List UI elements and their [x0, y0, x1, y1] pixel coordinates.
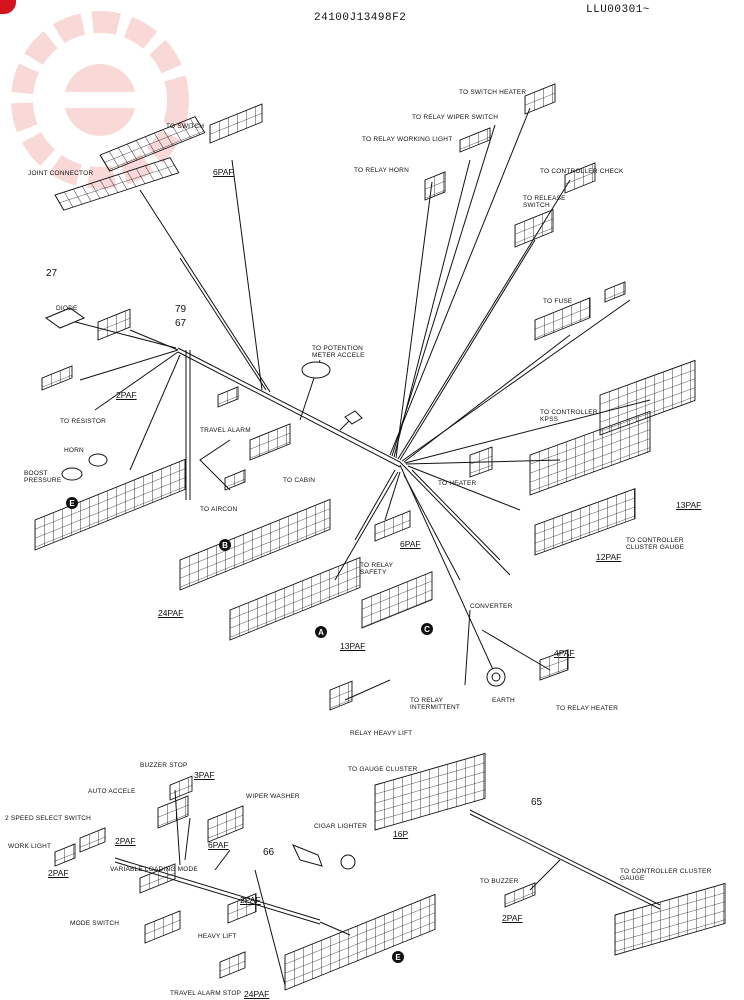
label-controller-cluster: TO CONTROLLER CLUSTER GAUGE [626, 537, 685, 551]
label-to-aircon: TO AIRCON [200, 506, 238, 513]
label-relay-heavy-lift: RELAY HEAVY LIFT [350, 730, 413, 737]
label-to-heater: TO HEATER [438, 480, 477, 487]
label-buzzer-stop: BUZZER STOP [140, 762, 188, 769]
label-relay-horn: TO RELAY HORN [354, 167, 409, 174]
label-earth: EARTH [492, 697, 515, 704]
paf-2-resistor: 2PAF [116, 390, 137, 400]
corner-tab [0, 0, 16, 14]
label-mode-switch: MODE SWITCH [70, 920, 120, 927]
label-converter: CONVERTER [470, 603, 513, 610]
marker-e-lower: E [392, 951, 404, 963]
paf-4-right: 4PAF [554, 648, 575, 658]
label-joint-connector: JOINT CONNECTOR [28, 170, 94, 177]
ref-number-67: 67 [175, 318, 187, 329]
ref-number-65: 65 [531, 797, 543, 808]
paf-24-bottom: 24PAF [244, 989, 270, 999]
label-controller-check: TO CONTROLLER CHECK [540, 168, 624, 175]
document-code: 24100J13498F2 [314, 12, 407, 24]
label-travel-alarm: TRAVEL ALARM [200, 427, 251, 434]
paf-13-c: 13PAF [340, 641, 366, 651]
paf-2-work: 2PAF [48, 868, 69, 878]
paf-2-select: 2PAF [115, 836, 136, 846]
ref-number-66: 66 [263, 847, 275, 858]
label-to-switch: TO SWITCH [166, 123, 205, 130]
paf-6-top: 6PAF [213, 167, 234, 177]
label-travel-alarm-stop: TRAVEL ALARM STOP [170, 990, 242, 997]
label-cigar-lighter: CIGAR LIGHTER [314, 823, 368, 830]
ref-number-27: 27 [46, 268, 58, 279]
label-relay-working-light: TO RELAY WORKING LIGHT [362, 136, 453, 143]
paf-3-buzzer: 3PAF [194, 770, 215, 780]
label-auto-accele: AUTO ACCELE [88, 788, 136, 795]
page-code: LLU00301~ [586, 4, 650, 16]
label-heavy-lift: HEAVY LIFT [198, 933, 237, 940]
label-to-buzzer: TO BUZZER [480, 878, 519, 885]
label-controller-kpss: TO CONTROLLER KPSS [540, 409, 598, 423]
label-controller-cluster-bottom: TO CONTROLLER CLUSTER GAUGE [620, 868, 712, 882]
label-speed-select: 2 SPEED SELECT SWITCH [5, 815, 92, 822]
marker-c: C [421, 623, 433, 635]
label-horn: HORN [64, 447, 84, 454]
label-release-switch: TO RELEASE SWITCH [523, 195, 566, 209]
label-relay-heater: TO RELAY HEATER [556, 705, 619, 712]
label-to-resistor: TO RESISTOR [60, 418, 107, 425]
paf-24-b: 24PAF [158, 608, 184, 618]
label-diode: DIODE [56, 305, 78, 312]
ref-number-79: 79 [175, 304, 187, 315]
label-work-light: WORK LIGHT [8, 843, 52, 850]
marker-a: A [315, 626, 327, 638]
label-relay-intermittent: TO RELAY INTERMITTENT [410, 697, 461, 711]
watermark-logo [11, 11, 189, 189]
label-relay-safety: TO RELAY SAFETY [360, 562, 394, 576]
paf-12-right: 12PAF [596, 552, 622, 562]
label-gauge-cluster: TO GAUGE CLUSTER [348, 766, 418, 773]
label-loading-mode: VARIABLE LOADING MODE [110, 866, 198, 873]
label-boost-pressure: BOOST PRESSURE [24, 470, 62, 484]
label-switch-heater: TO SWITCH HEATER [459, 89, 527, 96]
paf-6-center: 6PAF [400, 539, 421, 549]
paf-13-right: 13PAF [676, 500, 702, 510]
label-relay-wiper: TO RELAY WIPER SWITCH [412, 114, 499, 121]
label-potentio: TO POTENTION METER ACCELE [312, 345, 365, 359]
paf-16-cluster: 16P [393, 829, 409, 839]
label-to-fuse: TO FUSE [543, 298, 573, 305]
label-wiper-washer: WIPER WASHER [246, 793, 300, 800]
marker-e-upper: E [66, 497, 78, 509]
marker-b: B [219, 539, 231, 551]
label-to-cabin: TO CABIN [283, 477, 316, 484]
paf-6-wiper: 6PAF [208, 840, 229, 850]
paf-2-buzzer: 2PAF [502, 913, 523, 923]
paf-2-heavy: 2PAF [240, 895, 261, 905]
